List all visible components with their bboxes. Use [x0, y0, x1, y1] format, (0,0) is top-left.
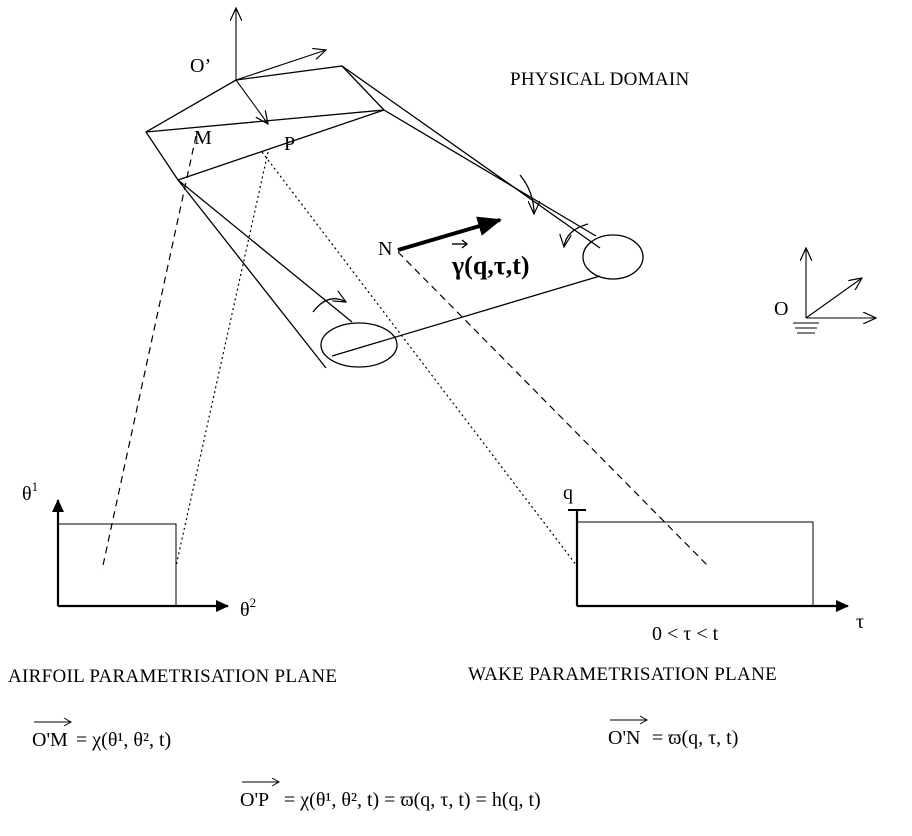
mapping-lines [101, 135, 711, 571]
n-mapping-line [397, 251, 711, 569]
o-prime-axis-right [235, 50, 326, 81]
equation-om: O'M = χ(θ¹, θ², t) [32, 717, 171, 751]
global-frame: O [774, 248, 876, 334]
airfoil-surface [145, 65, 385, 181]
airfoil-plane-title: AIRFOIL PARAMETRISATION PLANE [8, 666, 337, 687]
airfoil-outline [145, 65, 385, 181]
tau-axis-label: τ [856, 611, 864, 633]
gamma-label: γ(q,τ,t) [451, 251, 530, 280]
gamma-arrow [397, 216, 502, 252]
point-m-label: M [194, 127, 212, 149]
right-vortex-roll-arrow [519, 174, 534, 214]
eq-op-lhs: O'P [240, 789, 269, 811]
origin-label: O [774, 298, 788, 320]
left-wake-lower-edge [177, 179, 327, 369]
theta1-label: θ1 [22, 479, 38, 505]
right-vortex-end [582, 234, 644, 280]
gamma-vector-head [461, 239, 469, 249]
eq-om-lhs-vec-head [63, 717, 73, 727]
eq-om-rhs: = χ(θ¹, θ², t) [76, 729, 171, 751]
wake-domain-rect [576, 521, 814, 607]
wake-plane: q τ 0 < τ < t WAKE PARAMETRISATION PLANE [468, 482, 864, 685]
theta2-label: θ2 [240, 595, 256, 621]
airfoil-domain-rect [57, 523, 177, 607]
eq-on-lhs-vec-head [639, 715, 649, 725]
point-n-label: N [378, 238, 392, 260]
point-p-label: P [284, 133, 295, 155]
q-axis-label: q [563, 482, 573, 504]
tau-range-label: 0 < τ < t [652, 623, 719, 645]
right-vortex-curl-arrow [564, 223, 589, 247]
theta2-sup: 2 [250, 595, 257, 610]
wake-lower-edge [331, 275, 601, 357]
p-to-wake-plane-line [261, 151, 578, 567]
left-vortex-end [320, 322, 398, 368]
eq-om-lhs: O'M [32, 729, 68, 751]
global-axis-diag [805, 278, 862, 319]
airfoil-mid-chord [145, 109, 385, 133]
equation-op: O'P = χ(θ¹, θ², t) = ϖ(q, τ, t) = h(q, t… [240, 777, 541, 811]
wake-sheet [177, 65, 644, 369]
left-vortex-curl-arrow [312, 299, 346, 313]
o-prime-frame: O’ [190, 8, 326, 124]
airfoil-plane: θ1 θ2 AIRFOIL PARAMETRISATION PLANE [8, 479, 337, 687]
eq-op-lhs-vec-head [271, 777, 281, 787]
origin-prime-label: O’ [190, 55, 211, 77]
wake-plane-title: WAKE PARAMETRISATION PLANE [468, 664, 777, 685]
airfoil-trailing-edge [177, 109, 385, 181]
physical-domain-label: PHYSICAL DOMAIN [510, 69, 690, 90]
theta1-sup: 1 [32, 479, 39, 494]
eq-on-rhs: = ϖ(q, τ, t) [652, 727, 738, 749]
eq-op-rhs: = χ(θ¹, θ², t) = ϖ(q, τ, t) = h(q, t) [284, 789, 541, 811]
left-wake-upper-edge [177, 179, 353, 323]
equation-on: O'N = ϖ(q, τ, t) [608, 715, 738, 749]
wake-upper-edge [383, 109, 597, 237]
gamma-vector: γ(q,τ,t) [397, 216, 530, 280]
o-prime-axis-down [235, 79, 268, 124]
wake-rear-edge [341, 65, 601, 249]
p-to-airfoil-plane-line [175, 151, 269, 567]
m-mapping-line [101, 135, 197, 571]
eq-on-lhs: O'N [608, 727, 641, 749]
